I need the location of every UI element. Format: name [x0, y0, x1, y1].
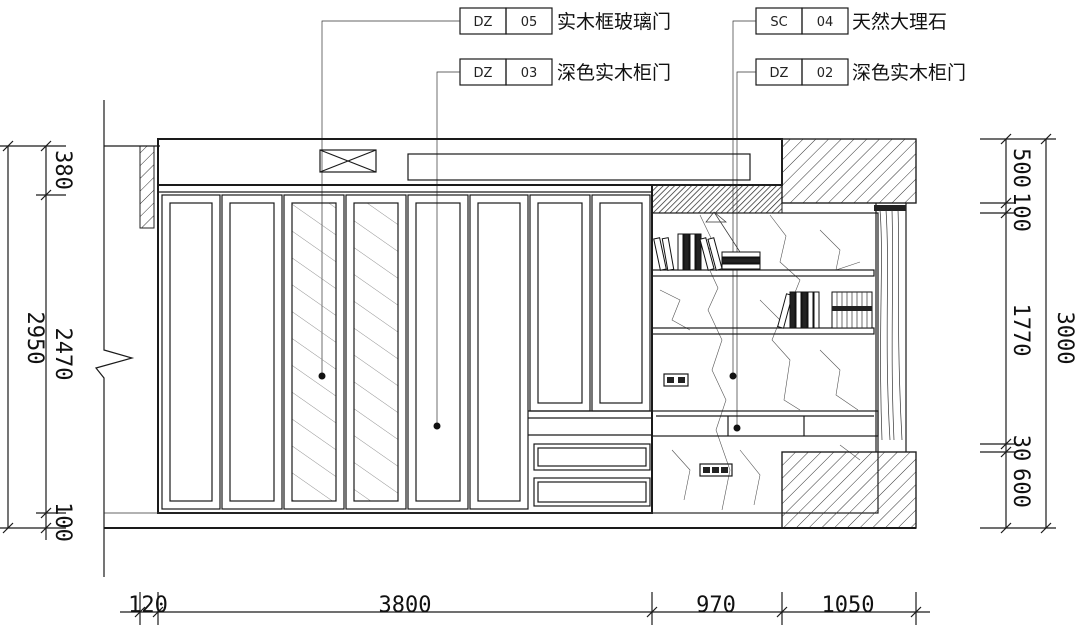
dim-30: 30 — [1008, 435, 1033, 462]
left-dimension-chain: 2950 380 2470 100 — [0, 140, 75, 542]
dim-970: 970 — [696, 593, 736, 618]
drawer — [533, 443, 651, 471]
wall-socket — [699, 463, 733, 477]
dim-3000: 3000 — [1052, 312, 1077, 365]
dim-1050: 1050 — [822, 593, 875, 618]
callout-code: DZ — [474, 15, 493, 30]
callout-num: 02 — [817, 66, 834, 81]
glass-door — [283, 194, 345, 510]
cabinet-door — [221, 194, 283, 510]
dim-2470: 2470 — [50, 328, 75, 381]
dim-600: 600 — [1008, 468, 1033, 508]
upper-door — [529, 194, 591, 412]
callout-label: 天然大理石 — [852, 11, 947, 33]
dim-1770: 1770 — [1008, 304, 1033, 357]
cabinet-door — [161, 194, 221, 510]
dim-120: 120 — [128, 593, 168, 618]
callout-label: 深色实木柜门 — [852, 62, 966, 84]
right-dimension-chain: 3000 500 100 1770 30 600 — [980, 133, 1077, 534]
dim-100-right: 100 — [1008, 192, 1033, 232]
glass-door — [345, 194, 407, 510]
tv-console — [651, 410, 879, 437]
left-wall — [94, 100, 160, 577]
callout-label: 深色实木柜门 — [557, 62, 671, 84]
dim-100: 100 — [50, 502, 75, 542]
drawer — [533, 477, 651, 507]
dim-2950: 2950 — [22, 312, 47, 365]
dim-500: 500 — [1008, 148, 1033, 188]
books-lower — [777, 291, 873, 329]
shelf — [651, 327, 875, 335]
bottom-dimension-chain: 120 3800 970 1050 — [120, 592, 930, 625]
upper-door — [591, 194, 651, 412]
callout-code: SC — [770, 15, 787, 30]
callout-code: DZ — [770, 66, 789, 81]
callout-num: 04 — [817, 15, 834, 30]
dim-3800: 3800 — [379, 593, 432, 618]
books-upper — [653, 211, 761, 271]
shelf — [651, 269, 875, 277]
marble-niche — [651, 211, 879, 514]
callout-dark-door-left: DZ 03 深色实木柜门 — [433, 58, 671, 430]
callout-dark-door-right: DZ 02 深色实木柜门 — [733, 58, 966, 432]
cabinet-door — [469, 194, 529, 510]
wall-socket — [663, 373, 689, 387]
dim-380: 380 — [50, 150, 75, 190]
callout-num: 03 — [521, 66, 538, 81]
callout-code: DZ — [474, 66, 493, 81]
cabinet-door — [407, 194, 469, 510]
callout-label: 实木框玻璃门 — [557, 11, 671, 33]
callout-num: 05 — [521, 15, 538, 30]
wardrobe-doors — [157, 184, 653, 514]
floor-line — [104, 512, 916, 529]
